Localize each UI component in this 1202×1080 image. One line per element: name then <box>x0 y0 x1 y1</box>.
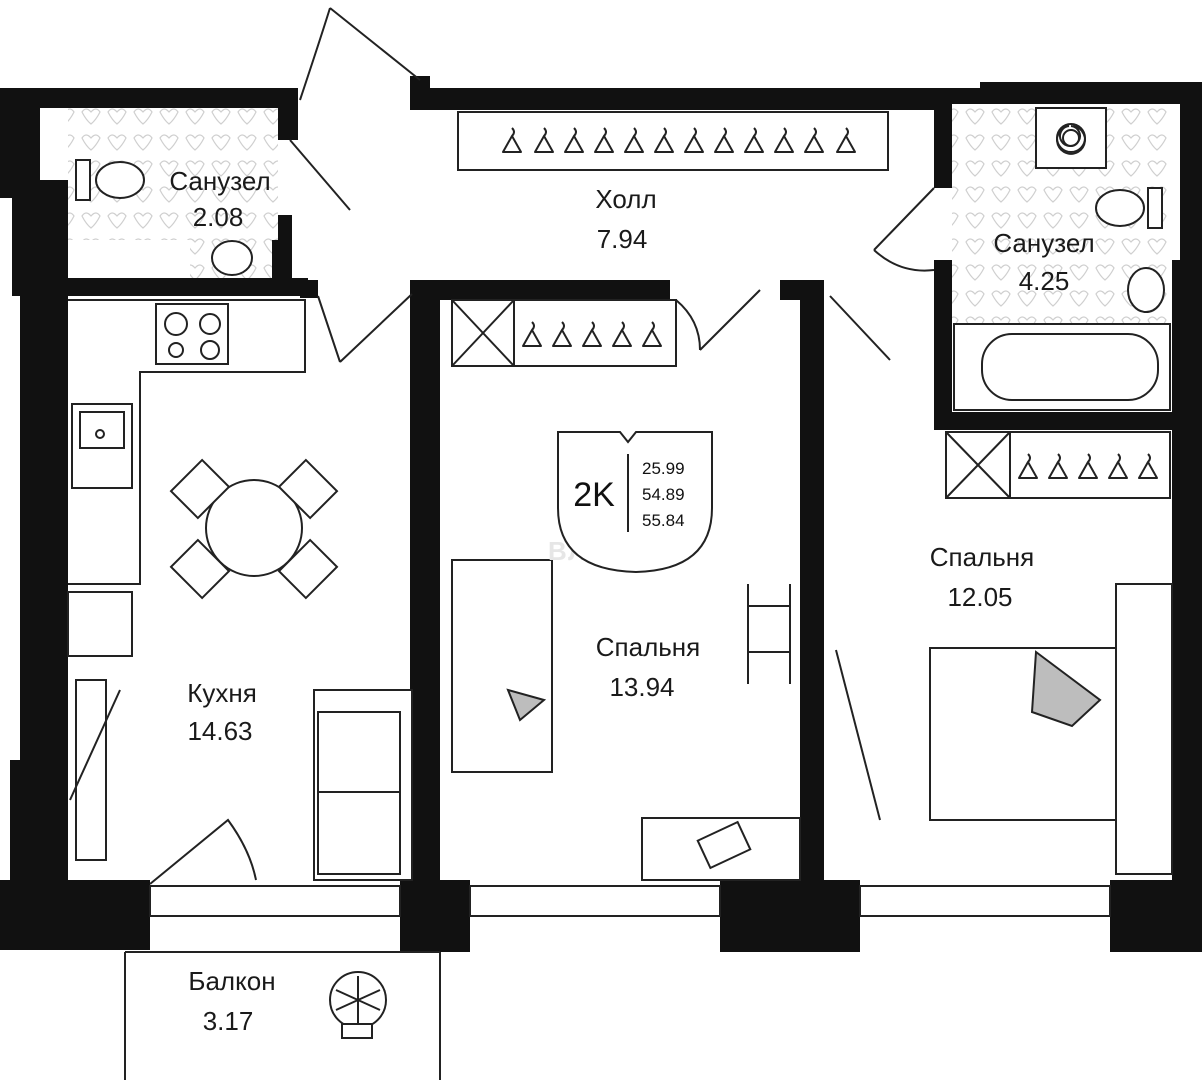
room-area: 7.94 <box>597 224 648 254</box>
room-hall: Холл 7.94 <box>595 184 656 254</box>
room-balcony: Балкон 3.17 <box>188 966 275 1036</box>
room-bedroom-center: Спальня 13.94 <box>596 632 700 702</box>
double-bed-blanket-corner <box>1030 650 1102 728</box>
room-name: Санузел <box>993 228 1094 258</box>
room-name: Спальня <box>930 542 1034 572</box>
bed-blanket-corner <box>506 688 547 722</box>
apartment-type-code: 2K <box>573 476 615 514</box>
room-area: 14.63 <box>187 716 252 746</box>
area-badge: 2K 25.99 54.89 55.84 <box>557 431 713 574</box>
laptop <box>696 820 752 870</box>
room-area: 13.94 <box>609 672 674 702</box>
room-large-bath: Санузел 4.25 <box>993 228 1094 296</box>
total-area-value: 54.89 <box>642 485 685 504</box>
walls <box>0 76 1202 952</box>
room-area: 12.05 <box>947 582 1012 612</box>
plant-icon <box>329 971 387 1039</box>
room-kitchen: Кухня 14.63 <box>187 678 257 746</box>
room-name: Кухня <box>187 678 257 708</box>
room-name: Балкон <box>188 966 275 996</box>
room-name: Санузел <box>169 166 270 196</box>
room-area: 3.17 <box>203 1006 254 1036</box>
room-name: Спальня <box>596 632 700 662</box>
room-area: 2.08 <box>193 202 244 232</box>
room-area: 4.25 <box>1019 266 1070 296</box>
room-bedroom-right: Спальня 12.05 <box>930 542 1034 612</box>
total-area-with-balcony-value: 55.84 <box>642 511 685 530</box>
living-area-value: 25.99 <box>642 459 685 478</box>
room-name: Холл <box>595 184 656 214</box>
room-small-bath: Санузел 2.08 <box>169 166 270 232</box>
